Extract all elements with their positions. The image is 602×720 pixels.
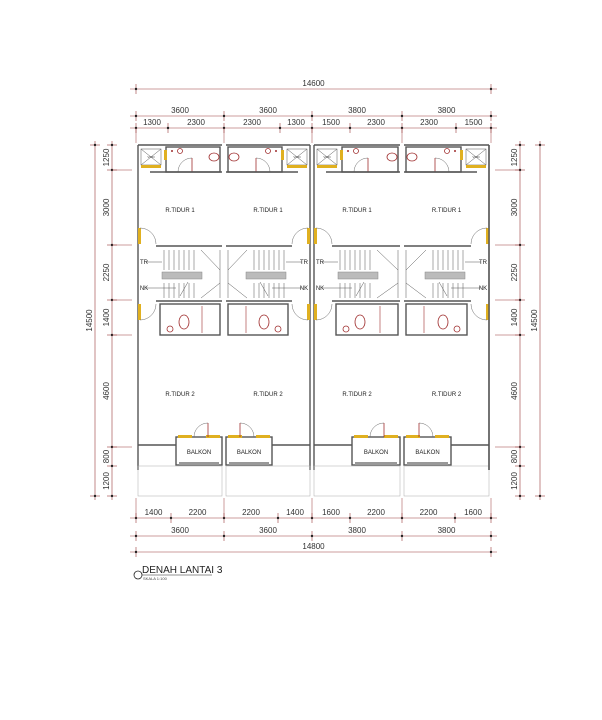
dim-bottom-sub: 1400: [286, 508, 304, 517]
dim-top-sub: 1500: [322, 118, 340, 127]
dim-top-sub: 2300: [243, 118, 261, 127]
room-label-balcony: BALKON: [364, 450, 388, 456]
room-label-bedroom-1: R.TIDUR 1: [342, 208, 372, 214]
dim-top-unit: 3800: [348, 106, 366, 115]
dim-top-unit: 3800: [438, 106, 456, 115]
void-label: VOID: [472, 155, 480, 159]
dim-left: 1400: [102, 308, 111, 326]
dim-bottom-sub: 2200: [189, 508, 207, 517]
dim-bottom-sub: 2200: [242, 508, 260, 517]
dim-top-sub: 1500: [465, 118, 483, 127]
stair-up-label: TR: [316, 260, 325, 266]
dim-bottom-sub: 2200: [367, 508, 385, 517]
dim-right: 2250: [510, 263, 519, 281]
dim-bottom-unit: 3600: [171, 526, 189, 535]
room-label-bedroom-2: R.TIDUR 2: [342, 392, 372, 398]
stair-up-label: TR: [479, 260, 488, 266]
scale-text: SKALA 1:100: [143, 576, 168, 581]
dim-top-total: 14600: [302, 79, 325, 88]
dim-bottom-unit: 3600: [259, 526, 277, 535]
unit-4: R.TIDUR 1 R.TIDUR 2 BALKON VOID TR NK: [403, 144, 490, 497]
dim-bottom-sub: 1600: [322, 508, 340, 517]
dim-right-total: 14500: [530, 309, 539, 332]
stair-down-label: NK: [140, 286, 148, 292]
dim-right: 1250: [510, 148, 519, 166]
dim-top-sub: 1300: [287, 118, 305, 127]
title-text: DENAH LANTAI 3: [142, 565, 223, 576]
room-label-balcony: BALKON: [237, 450, 261, 456]
room-label-bedroom-1: R.TIDUR 1: [253, 208, 283, 214]
units: R.TIDUR 1R.TIDUR 2BALKONVOIDTRNKR.TIDUR …: [137, 144, 490, 497]
room-label-bedroom-2: R.TIDUR 2: [165, 392, 195, 398]
dim-bottom-sub: 1600: [464, 508, 482, 517]
dim-top-sub: 2300: [367, 118, 385, 127]
stair-down-label: NK: [316, 286, 324, 292]
dim-left: 2250: [102, 263, 111, 281]
dim-right: 3000: [510, 198, 519, 216]
dim-right: 4600: [510, 382, 519, 400]
dim-top-unit: 3600: [259, 106, 277, 115]
room-label-bedroom-2: R.TIDUR 2: [253, 392, 283, 398]
dim-bottom-sub: 1400: [145, 508, 163, 517]
dim-bottom-unit: 3800: [438, 526, 456, 535]
dim-left: 3000: [102, 198, 111, 216]
room-label-bedroom-1: R.TIDUR 1: [432, 208, 462, 214]
room-label-bedroom-1: R.TIDUR 1: [165, 208, 195, 214]
dim-bottom-unit: 3800: [348, 526, 366, 535]
stair-down-label: NK: [479, 286, 487, 292]
dim-left: 1250: [102, 148, 111, 166]
dim-left-total: 14500: [85, 309, 94, 332]
dim-top-sub: 2300: [187, 118, 205, 127]
unit-1: R.TIDUR 1 R.TIDUR 2 BALKON VOID TR NK: [137, 144, 223, 497]
dim-top-sub: 1300: [143, 118, 161, 127]
dim-bottom-sub: 2200: [420, 508, 438, 517]
stair-up-label: TR: [140, 260, 149, 266]
void-label: VOID: [293, 155, 301, 159]
dimension-lines: 14600 3600 3600 3800 3800 1300 2300 2300 1300 150…: [85, 79, 545, 557]
unit-3: R.TIDUR 1 R.TIDUR 2 BALKON VOID TR NK: [313, 144, 401, 497]
drawing-title: DENAH LANTAI 3 SKALA 1:100: [133, 565, 223, 581]
unit-2: R.TIDUR 1 R.TIDUR 2 BALKON VOID TR NK: [225, 144, 311, 497]
dim-left: 800: [102, 449, 111, 463]
dim-top-unit: 3600: [171, 106, 189, 115]
stair-up-label: TR: [300, 260, 309, 266]
dim-bottom-total: 14800: [302, 542, 325, 551]
dim-right: 1200: [510, 472, 519, 490]
void-label: VOID: [323, 155, 331, 159]
room-label-bedroom-2: R.TIDUR 2: [432, 392, 462, 398]
stair-down-label: NK: [300, 286, 308, 292]
room-label-balcony: BALKON: [187, 450, 211, 456]
dim-left: 4600: [102, 382, 111, 400]
dim-left: 1200: [102, 472, 111, 490]
room-label-balcony: BALKON: [415, 450, 439, 456]
dim-top-sub: 2300: [420, 118, 438, 127]
void-label: VOID: [147, 155, 155, 159]
dim-right: 1400: [510, 308, 519, 326]
dim-right: 800: [510, 449, 519, 463]
title-marker-icon: [133, 570, 143, 580]
